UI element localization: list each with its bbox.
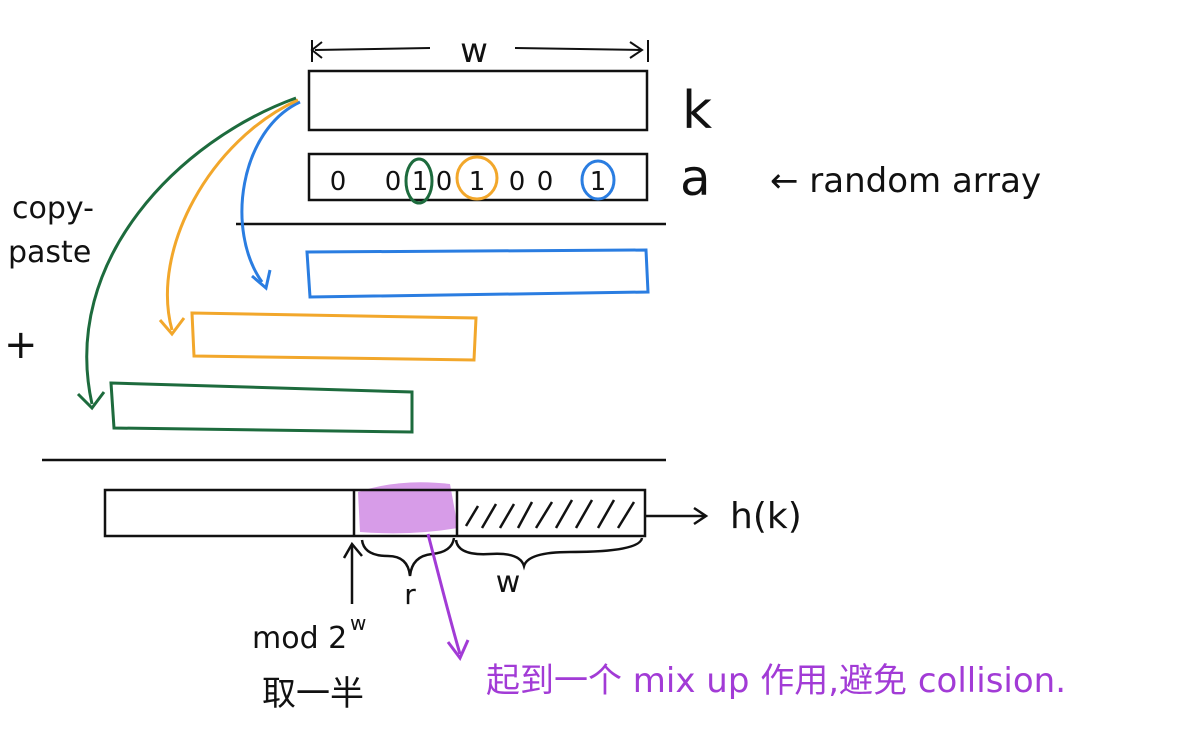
r-brace: [360, 537, 456, 577]
array-bit: 0: [509, 167, 526, 197]
mixup-arrow: [426, 533, 462, 655]
output-arrow: [646, 506, 709, 526]
orange-copy-arrowhead: [158, 317, 186, 337]
green-copy-arrowhead: [76, 391, 106, 411]
key-box: [307, 69, 649, 132]
array-label: a: [680, 149, 711, 207]
width-indicator: [310, 40, 649, 62]
orange-copy-arrow: [166, 98, 299, 331]
orange-bit-circle: [455, 155, 499, 201]
blue-copy-box: [305, 248, 650, 299]
array-bit: 0: [385, 167, 402, 197]
array-bits: 0 0 1 0 1 0 0 1: [330, 167, 607, 197]
blue-copy-arrow: [240, 100, 301, 283]
array-bit: 1: [412, 167, 429, 197]
green-bit-circle: [404, 157, 434, 205]
discarded-high-bits-hatching: [464, 499, 636, 529]
mod-exponent: w: [350, 611, 366, 635]
copy-paste-label-2: paste: [8, 235, 91, 270]
orange-copy-box: [190, 311, 478, 362]
mod-arrow: [342, 541, 363, 604]
plus-sign: +: [4, 322, 38, 368]
result-box: [103, 488, 647, 538]
green-copy-arrow: [85, 96, 297, 405]
array-bit: 0: [436, 167, 453, 197]
array-bit: 0: [537, 167, 554, 197]
blue-copy-arrowhead: [251, 269, 272, 291]
green-copy-box: [109, 381, 414, 434]
take-half-label: 取一半: [262, 674, 364, 714]
mixup-note: 起到一个 mix up 作用,避免 collision.: [486, 661, 1066, 701]
mod-label: mod 2: [252, 621, 347, 656]
w-brace: [454, 537, 644, 571]
w-label: w: [496, 565, 521, 600]
copy-paste-label-1: copy-: [12, 191, 94, 226]
array-bit: 0: [330, 167, 347, 197]
key-label: k: [682, 81, 712, 141]
hash-output-label: h(k): [730, 496, 802, 537]
mixup-arrowhead: [446, 639, 470, 661]
middle-bits-highlight: [358, 482, 458, 534]
array-bit: 1: [590, 167, 607, 197]
random-array-note: ← random array: [770, 161, 1041, 201]
blue-bit-circle: [580, 159, 616, 201]
width-label-top: w: [460, 31, 488, 71]
r-label: r: [404, 578, 416, 611]
array-bit: 1: [469, 167, 486, 197]
